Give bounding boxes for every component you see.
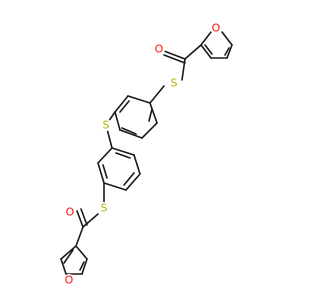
structure-canvas: O O S S S O O <box>60 22 233 287</box>
atom-o-carbonyl-top: O <box>153 43 165 56</box>
atom-s-thioester-top: S <box>168 77 180 90</box>
atom-label: S <box>103 119 110 132</box>
atom-s-bridge: S <box>100 119 112 132</box>
atom-label: S <box>101 202 108 215</box>
atom-o-furan-bottom: O <box>63 274 75 287</box>
molecule-structure: O O S S S O O <box>60 22 233 287</box>
atom-label: S <box>171 77 178 90</box>
thioester-top <box>163 44 202 81</box>
furan-ring-top <box>200 31 233 59</box>
atom-o-furan-top: O <box>210 22 222 35</box>
atom-label: O <box>212 22 221 35</box>
furan-ring-bottom <box>60 245 88 275</box>
atom-label: O <box>155 43 164 56</box>
atom-label: O <box>65 274 74 287</box>
benzene-ring-lower <box>97 147 141 191</box>
atom-label: O <box>66 206 75 219</box>
thioester-bottom <box>75 182 105 247</box>
atom-o-carbonyl-bottom: O <box>64 206 76 219</box>
benzene-ring-upper <box>114 85 165 139</box>
atom-s-thioester-bottom: S <box>98 202 110 215</box>
